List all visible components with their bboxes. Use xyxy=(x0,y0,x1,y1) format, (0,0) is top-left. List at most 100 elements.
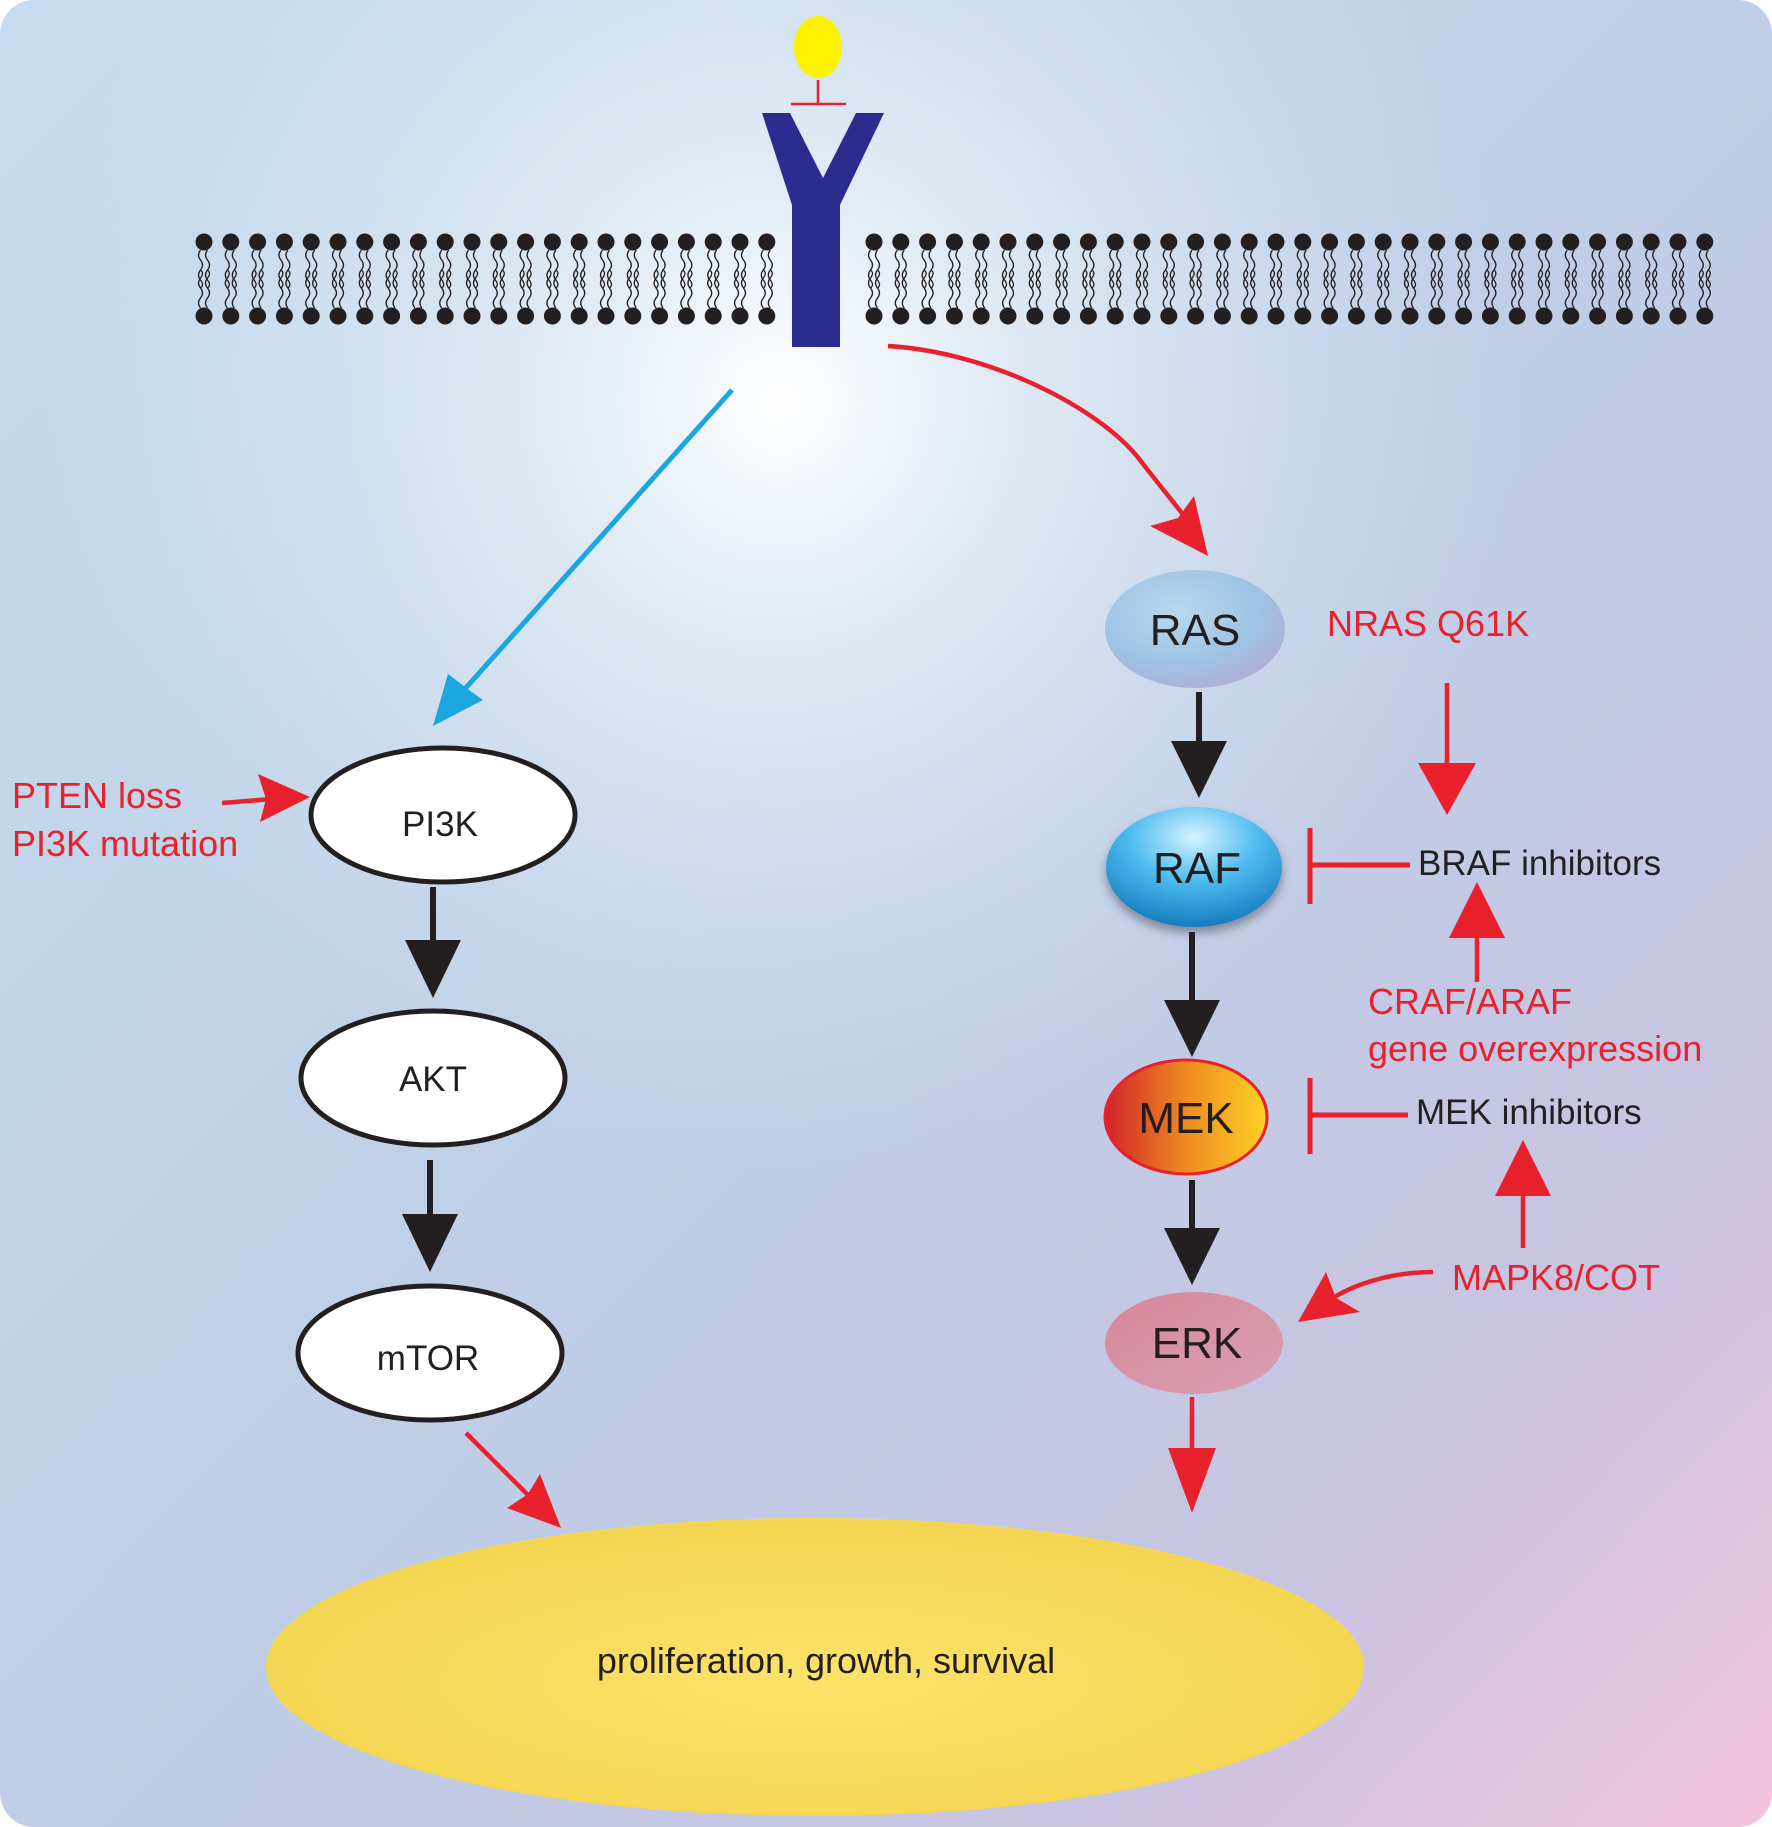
lipid-head xyxy=(409,307,427,325)
lipid-tail xyxy=(1645,269,1651,309)
lipid-head xyxy=(972,307,990,325)
pi3k-node: PI3K xyxy=(308,745,578,885)
lipid-tail xyxy=(1537,269,1544,309)
lipid-tail xyxy=(1162,269,1168,309)
akt-to-mtor-arrow xyxy=(402,1160,458,1272)
lipid-head xyxy=(1187,233,1205,251)
lipid-head xyxy=(1026,307,1044,325)
pi3k-mutation-label: PI3K mutation xyxy=(12,823,238,864)
nras-arrow xyxy=(1418,683,1476,815)
lipid-head xyxy=(1240,307,1258,325)
lipid-tail xyxy=(358,269,364,309)
lipid-tail xyxy=(982,269,988,309)
akt-label: AKT xyxy=(399,1060,467,1099)
lipid-head xyxy=(1267,233,1285,251)
lipid-tail xyxy=(606,269,613,309)
lipid-tail xyxy=(1035,269,1041,309)
lipid-head xyxy=(222,307,240,325)
lipid-head xyxy=(892,233,910,251)
pten-arrow xyxy=(221,774,310,822)
lipid-head xyxy=(704,233,722,251)
lipid-head xyxy=(1133,307,1151,325)
lipid-head xyxy=(1133,233,1151,251)
lipid-head xyxy=(1347,233,1365,251)
lipid-tail xyxy=(1243,269,1249,309)
receptor-to-ras-arrow xyxy=(887,343,1208,556)
lipid-head xyxy=(865,233,883,251)
lipid-head xyxy=(1669,307,1687,325)
lipid-head xyxy=(302,307,320,325)
lipid-head xyxy=(1213,307,1231,325)
lipid-head xyxy=(731,307,749,325)
lipid-head xyxy=(1428,307,1446,325)
lipid-head xyxy=(1615,307,1633,325)
lipid-head xyxy=(1374,307,1392,325)
lipid-head xyxy=(651,307,669,325)
lipid-head xyxy=(624,307,642,325)
lipid-head xyxy=(409,233,427,251)
mtor-label: mTOR xyxy=(377,1339,479,1378)
y-shaped-receptor-icon xyxy=(762,113,884,347)
lipid-tail xyxy=(204,269,211,309)
lipid-head xyxy=(543,233,561,251)
lipid-head xyxy=(999,307,1017,325)
lipid-tail xyxy=(928,269,934,309)
nucleus-outcome: proliferation, growth, survival xyxy=(266,1518,1364,1816)
lipid-head xyxy=(463,233,481,251)
lipid-head xyxy=(597,233,615,251)
lipid-head xyxy=(1669,233,1687,251)
akt-node: AKT xyxy=(298,1008,568,1148)
lipid-tail xyxy=(1323,269,1329,309)
lipid-tail xyxy=(1303,269,1309,309)
lipid-head xyxy=(1213,233,1231,251)
lipid-tail xyxy=(874,269,881,309)
lipid-tail xyxy=(1410,269,1417,309)
lipid-head xyxy=(302,233,320,251)
lipid-tail xyxy=(385,269,391,309)
lipid-head xyxy=(1401,233,1419,251)
lipid-tail xyxy=(901,269,907,309)
lipid-tail xyxy=(1055,269,1061,309)
lipid-head xyxy=(1160,307,1178,325)
mtor-to-nucleus-arrow xyxy=(464,1431,561,1528)
lipid-tail xyxy=(1082,269,1088,309)
lipid-tail xyxy=(733,269,740,309)
ras-node: RAS xyxy=(1105,570,1285,688)
nras-q61k-label: NRAS Q61K xyxy=(1327,603,1529,644)
lipid-head xyxy=(945,233,963,251)
lipid-tail xyxy=(626,269,632,309)
lipid-tail xyxy=(1403,269,1410,309)
lipid-tail xyxy=(1109,269,1115,309)
lipid-head xyxy=(1240,233,1258,251)
lipid-tail xyxy=(499,269,505,309)
lipid-tail xyxy=(1598,269,1604,309)
lipid-head xyxy=(1589,307,1607,325)
lipid-head xyxy=(275,307,293,325)
lipid-head xyxy=(517,233,535,251)
lipid-head xyxy=(195,307,213,325)
lipid-tail xyxy=(653,269,659,309)
outcome-label: proliferation, growth, survival xyxy=(597,1640,1055,1681)
lipid-head xyxy=(758,307,776,325)
gene-overexpression-label: gene overexpression xyxy=(1368,1028,1702,1069)
lipid-head xyxy=(463,307,481,325)
lipid-head xyxy=(383,233,401,251)
raf-to-mek-arrow xyxy=(1164,932,1220,1057)
lipid-head xyxy=(1026,233,1044,251)
lipid-head xyxy=(356,233,374,251)
mek-inhibition-bar xyxy=(1307,1078,1408,1154)
lipid-head xyxy=(1428,233,1446,251)
lipid-tail xyxy=(1511,269,1517,309)
lipid-head xyxy=(383,307,401,325)
lipid-tail xyxy=(553,269,559,309)
lipid-head xyxy=(1642,233,1660,251)
lipid-tail xyxy=(1089,269,1095,309)
lipid-head xyxy=(1267,307,1285,325)
craf-araf-label: CRAF/ARAF xyxy=(1368,981,1572,1022)
lipid-head xyxy=(1535,233,1553,251)
lipid-head xyxy=(1696,307,1714,325)
lipid-head xyxy=(1562,307,1580,325)
lipid-head xyxy=(945,307,963,325)
lipid-head xyxy=(1079,307,1097,325)
